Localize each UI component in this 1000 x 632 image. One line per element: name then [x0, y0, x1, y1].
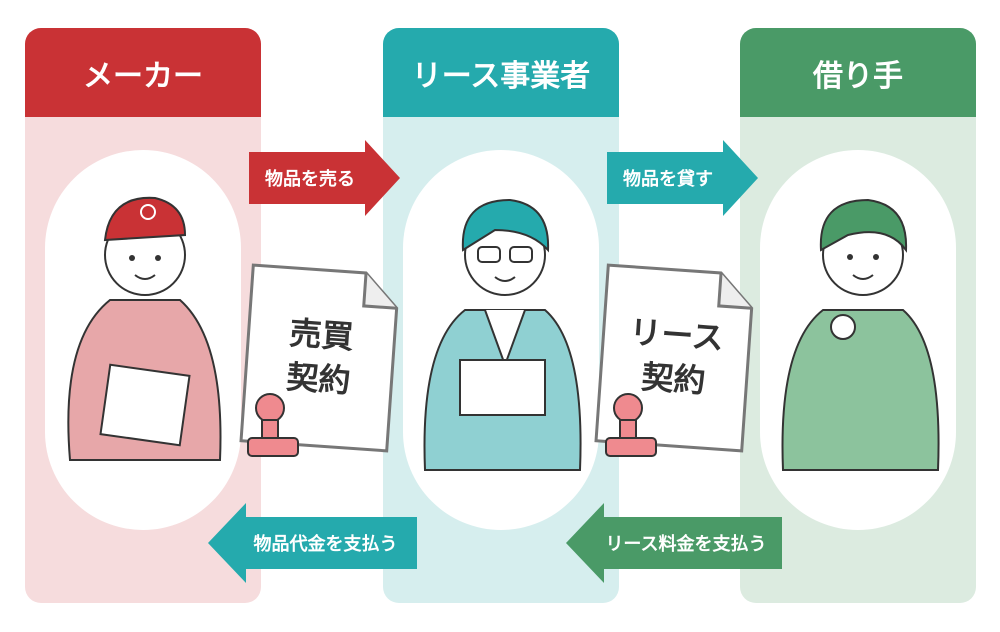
maker-header: メーカー — [25, 28, 261, 117]
lessor-staff-illustration — [423, 198, 582, 471]
borrower-illustration — [781, 198, 940, 471]
lessor-header: リース事業者 — [383, 28, 619, 117]
stamp-icon — [605, 393, 657, 457]
stamp-icon — [247, 393, 299, 457]
borrower-header: 借り手 — [740, 28, 976, 117]
pay-lease-fee-arrow: リース料金を支払う — [566, 503, 784, 583]
maker-worker-illustration — [67, 196, 222, 461]
pay-goods-price-arrow: 物品代金を支払う — [208, 503, 419, 583]
borrower-column: 借り手 — [740, 28, 976, 603]
lend-goods-arrow: 物品を貸す — [605, 140, 758, 216]
sell-goods-arrow: 物品を売る — [247, 140, 400, 216]
